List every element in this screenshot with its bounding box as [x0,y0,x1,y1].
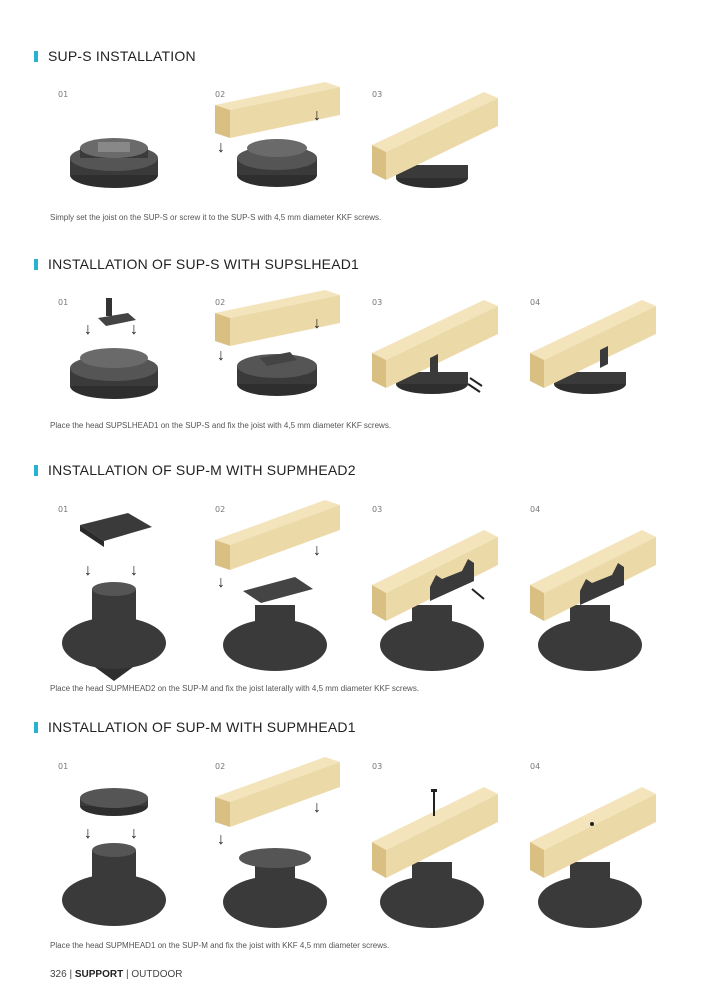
supslhead1-above-pedestal-illustration: ↓ ↓ [70,298,158,399]
svg-text:↓: ↓ [313,315,321,332]
step-number: 03 [372,298,383,307]
joist-over-head-illustration: ↓ ↓ [215,290,340,396]
footer-separator: | [125,969,129,980]
accent-bar [34,721,38,733]
accent-bar [34,464,38,476]
step-02: 02 ↓ ↓ [215,82,365,210]
accent-bar [34,258,38,270]
step-01: 01 ↓ ↓ [58,762,208,926]
step-number: 02 [215,298,226,307]
section-heading: INSTALLATION OF SUP-M WITH SUPMHEAD1 [34,719,356,735]
step-number: 01 [58,505,69,514]
svg-text:↓: ↓ [217,139,225,156]
section-caption: Place the head SUPMHEAD1 on the SUP-M an… [50,941,390,950]
joist-on-pedestal-illustration [372,92,498,188]
section-title: INSTALLATION OF SUP-S WITH SUPSLHEAD1 [48,256,360,272]
joist-over-supmhead2-illustration: ↓ ↓ [215,500,340,671]
svg-text:↓: ↓ [313,107,321,124]
step-01: 01 ↓ ↓ [58,298,208,418]
supmhead1-above-pedestal-illustration: ↓ ↓ [62,788,166,926]
joist-lateral-screws-illustration [372,530,498,671]
footer-separator: | [69,969,73,980]
step-number: 04 [530,762,541,771]
section-title: SUP-S INSTALLATION [48,48,196,64]
step-number: 02 [215,762,226,771]
svg-text:↓: ↓ [313,542,321,559]
svg-text:↓: ↓ [130,825,138,842]
step-number: 03 [372,505,383,514]
joist-screwed-illustration [372,300,498,394]
step-01: 01 ↓ ↓ [58,505,208,681]
step-number: 03 [372,90,383,99]
joist-fixed-supmhead1-illustration [530,787,656,928]
accent-bar [34,50,38,62]
footer-section: SUPPORT [74,969,124,980]
svg-text:↓: ↓ [313,799,321,816]
svg-text:↓: ↓ [217,574,225,591]
supmhead2-above-pedestal-illustration: ↓ ↓ [62,513,166,681]
svg-text:↓: ↓ [130,562,138,579]
joist-vertical-screw-illustration [372,787,498,928]
step-04: 04 [530,505,680,671]
step-03: 03 [372,505,522,671]
section-heading: INSTALLATION OF SUP-S WITH SUPSLHEAD1 [34,256,359,272]
svg-text:↓: ↓ [217,347,225,364]
svg-text:↓: ↓ [130,321,138,338]
footer-category: OUTDOOR [131,969,183,980]
step-04: 04 [530,298,680,418]
step-number: 01 [58,298,69,307]
step-number: 02 [215,505,226,514]
step-03: 03 [372,762,522,928]
page-footer: 326 | SUPPORT | OUTDOOR [50,969,182,980]
step-02: 02 ↓ ↓ [215,757,365,928]
svg-text:↓: ↓ [84,562,92,579]
section-heading: SUP-S INSTALLATION [34,48,196,64]
step-number: 04 [530,505,541,514]
step-01: 01 [58,90,208,210]
joist-fixed-illustration [530,300,656,394]
svg-text:↓: ↓ [84,321,92,338]
step-03: 03 [372,90,522,210]
section-caption: Place the head SUPMHEAD2 on the SUP-M an… [50,684,420,693]
section-title: INSTALLATION OF SUP-M WITH SUPMHEAD2 [48,462,356,478]
sup-s-pedestal-illustration [70,138,158,188]
step-04: 04 [530,762,680,928]
page-number: 326 [50,969,67,980]
svg-text:↓: ↓ [84,825,92,842]
step-02: 02 ↓ ↓ [215,500,365,671]
section-title: INSTALLATION OF SUP-M WITH SUPMHEAD1 [48,719,356,735]
joist-fixed-supmhead2-illustration [530,530,656,671]
step-number: 02 [215,90,226,99]
step-number: 01 [58,90,69,99]
step-number: 04 [530,298,541,307]
step-03: 03 [372,298,522,418]
step-02: 02 ↓ ↓ [215,290,365,418]
section-heading: INSTALLATION OF SUP-M WITH SUPMHEAD2 [34,462,356,478]
section-caption: Simply set the joist on the SUP-S or scr… [50,213,382,222]
joist-over-pedestal-illustration: ↓ ↓ [215,82,340,187]
svg-text:↓: ↓ [217,831,225,848]
joist-over-supmhead1-illustration: ↓ ↓ [215,757,340,928]
step-number: 03 [372,762,383,771]
section-caption: Place the head SUPSLHEAD1 on the SUP-S a… [50,421,392,430]
step-number: 01 [58,762,69,771]
